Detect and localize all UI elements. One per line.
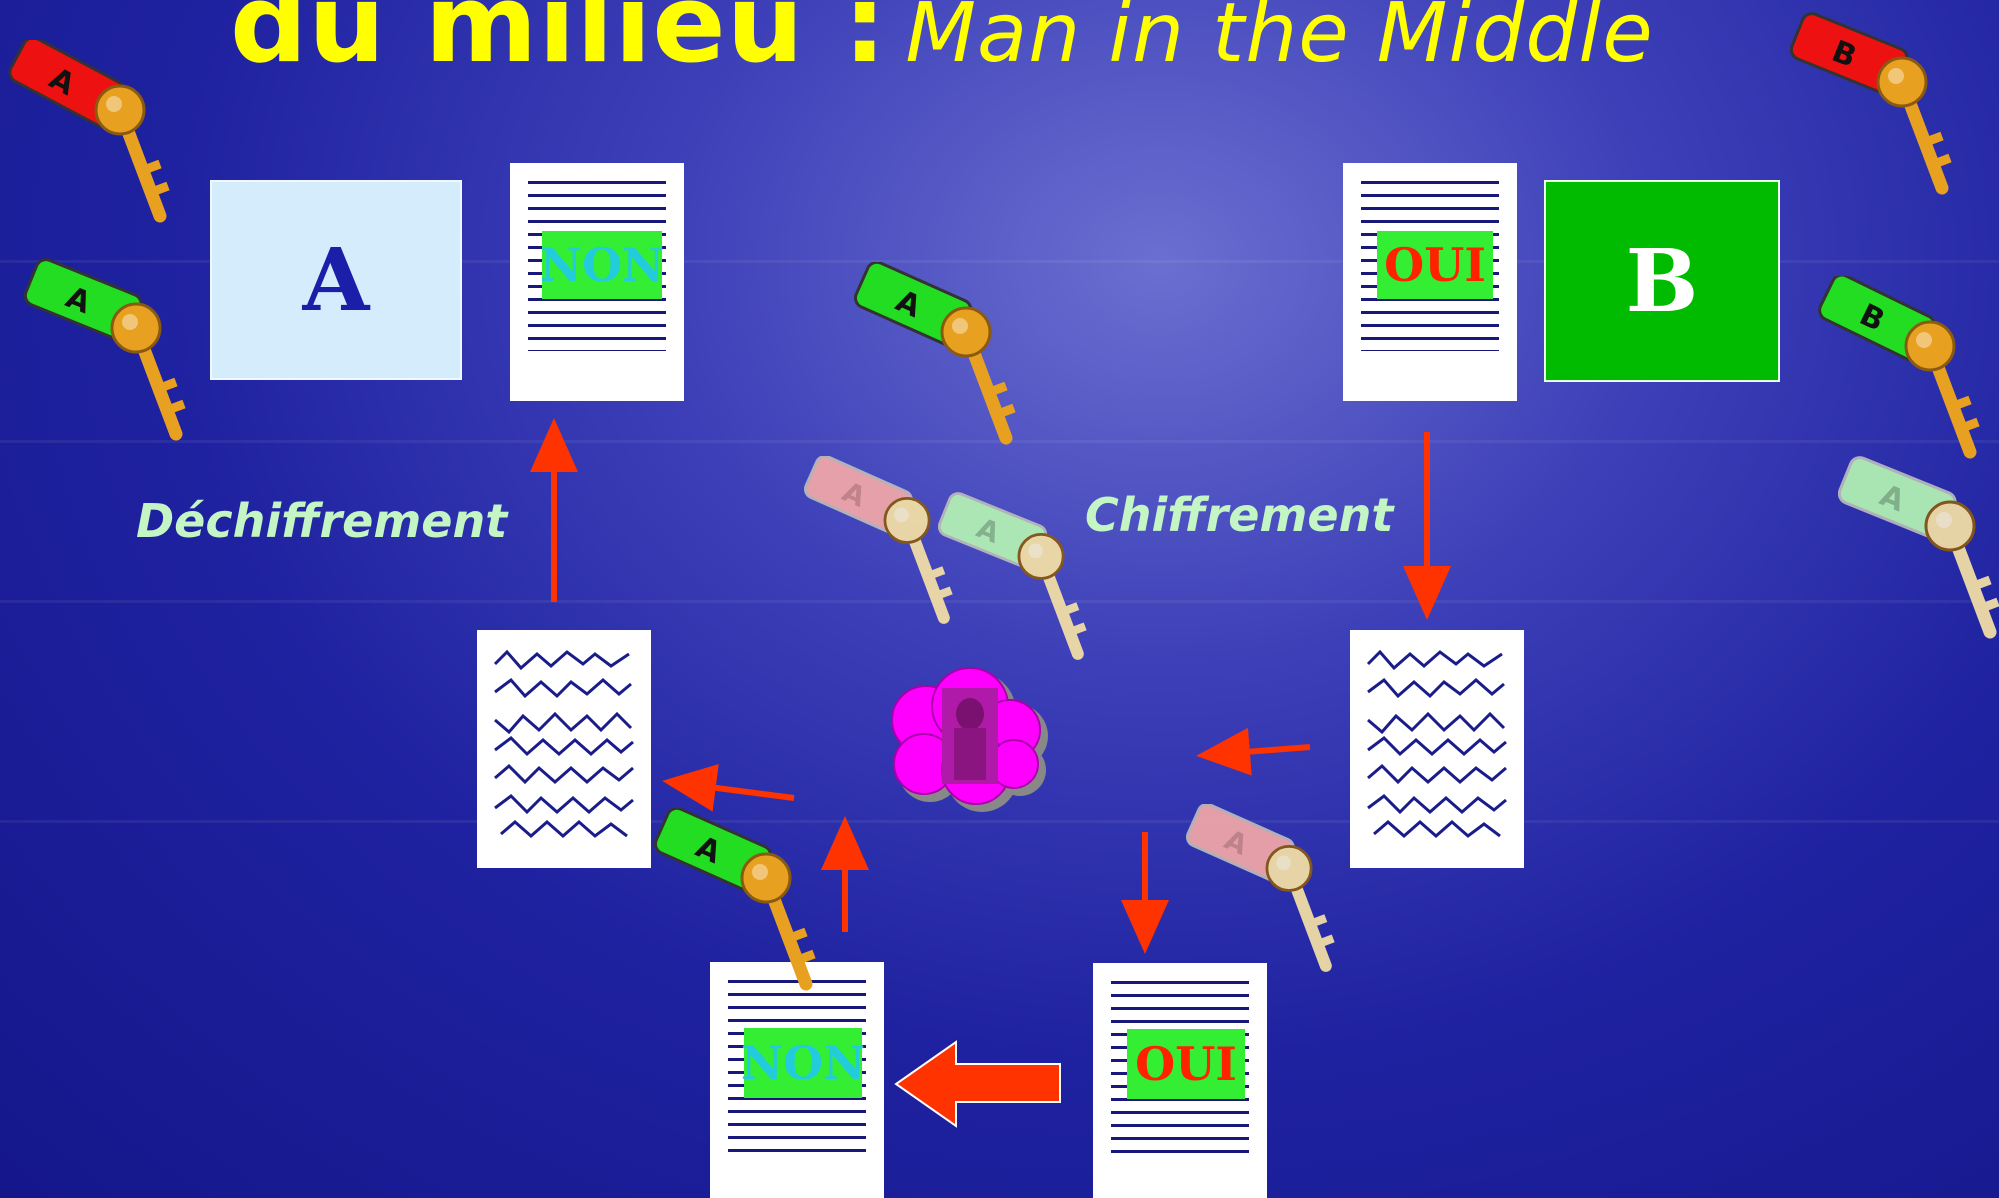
arrow-forward-left xyxy=(686,784,794,798)
key-icon: A xyxy=(938,492,1138,692)
key-icon: A xyxy=(854,262,1054,462)
key-icon: B xyxy=(1818,276,1999,476)
key-icon: A xyxy=(1838,456,1999,656)
key-icon: B xyxy=(1790,12,1990,212)
key-icon: A xyxy=(654,808,854,1008)
key-icon: A xyxy=(1186,804,1386,1004)
key-icon: A xyxy=(24,258,224,458)
arrow-intercept-left xyxy=(1220,747,1310,754)
key-icon: A xyxy=(8,40,208,240)
arrow-substitution xyxy=(896,1042,1060,1126)
